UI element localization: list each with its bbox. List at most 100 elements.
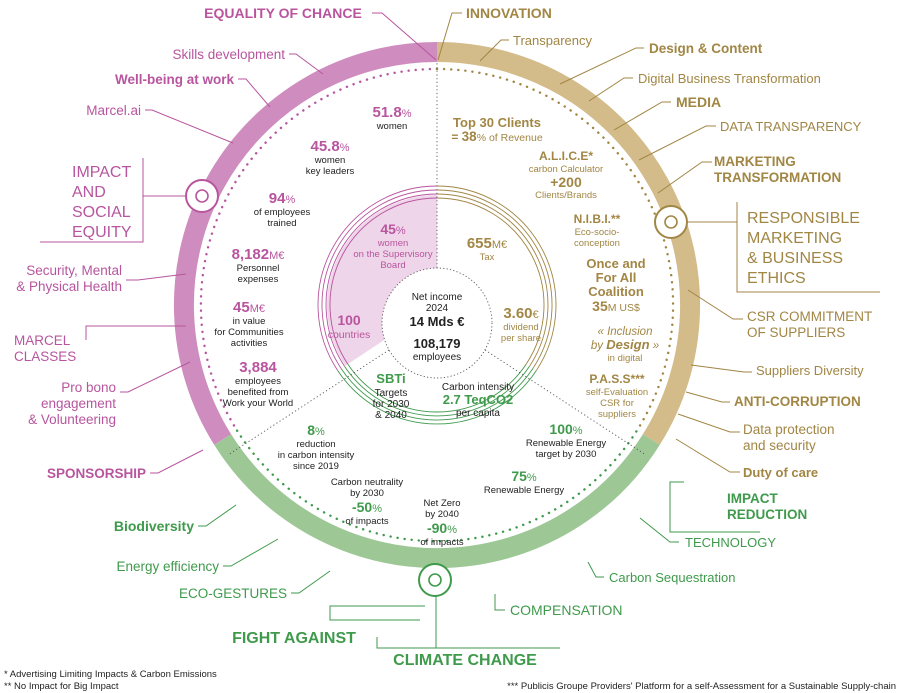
stat-pass: P.A.S.S*** self-Evaluation CSR for suppl… — [586, 372, 648, 420]
svg-text:conception: conception — [574, 238, 620, 249]
svg-text:carbon Calculator: carbon Calculator — [529, 164, 603, 175]
marcel-ai-label: Marcel.ai — [86, 103, 141, 118]
svg-text:by 2030: by 2030 — [350, 488, 384, 499]
ring-segment-innovation — [436, 42, 701, 445]
svg-text:Board: Board — [380, 260, 405, 271]
svg-text:-50%: -50% — [352, 499, 382, 515]
svg-text:of impacts: of impacts — [345, 516, 389, 527]
pillar-marker-climate — [418, 563, 452, 597]
stat-carbon-reduction: 8% reduction in carbon intensity since 2… — [278, 422, 355, 472]
svg-text:OF SUPPLIERS: OF SUPPLIERS — [747, 325, 845, 340]
inner-disc — [317, 185, 557, 425]
sbti-targets: SBTi Targets for 2030 & 2040 — [373, 371, 410, 421]
svg-text:in digital: in digital — [608, 353, 643, 364]
wellbeing-label: Well-being at work — [115, 72, 235, 87]
svg-text:N.I.B.I.**: N.I.B.I.** — [574, 212, 621, 226]
stat-coalition: Once and For All Coalition 35M US$ — [586, 256, 645, 314]
svg-text:women: women — [314, 155, 346, 166]
svg-text:countries: countries — [328, 329, 371, 341]
data-protection-label: Data protection and security — [743, 422, 835, 453]
svg-text:Net income: Net income — [412, 292, 463, 303]
svg-text:dividend: dividend — [503, 322, 538, 333]
stat-key-leaders: 45.8% women key leaders — [306, 138, 355, 177]
anti-corruption-label: ANTI-CORRUPTION — [734, 394, 861, 409]
svg-text:8,182M€: 8,182M€ — [232, 246, 285, 263]
svg-text:-90%: -90% — [427, 520, 457, 536]
svg-text:RESPONSIBLE: RESPONSIBLE — [747, 210, 860, 227]
footnote-3: *** Publicis Groupe Providers' Platform … — [507, 681, 896, 692]
svg-text:and security: and security — [743, 438, 816, 453]
stat-nibi: N.I.B.I.** Eco-socio- conception — [574, 212, 621, 249]
carbon-intensity-stat: Carbon intensity 2.7 TeqCO2 per capita — [442, 382, 514, 419]
footnote-1: * Advertising Limiting Impacts & Carbon … — [4, 669, 217, 680]
stat-alice: A.L.I.C.E* carbon Calculator +200 Client… — [529, 149, 603, 201]
svg-text:suppliers: suppliers — [598, 409, 636, 420]
svg-text:45M€: 45M€ — [233, 299, 265, 316]
svg-text:Personnel: Personnel — [237, 263, 280, 274]
footnote-2: ** No Impact for Big Impact — [4, 681, 119, 692]
ring-segment-social — [173, 42, 438, 445]
svg-text:45.8%: 45.8% — [311, 138, 350, 155]
biodiversity-label: Biodiversity — [114, 518, 194, 534]
leader-lines-social — [40, 12, 437, 474]
svg-text:women: women — [376, 121, 408, 132]
svg-text:A.L.I.C.E*: A.L.I.C.E* — [539, 149, 593, 163]
innovation-title: INNOVATION — [466, 5, 552, 21]
svg-text:TRANSFORMATION: TRANSFORMATION — [714, 170, 841, 185]
footnotes: * Advertising Limiting Impacts & Carbon … — [4, 669, 896, 692]
svg-text:MARKETING: MARKETING — [714, 154, 796, 169]
stat-inclusion-by-design: « Inclusion by Design » in digital — [591, 326, 659, 364]
svg-text:14 Mds €: 14 Mds € — [410, 314, 465, 329]
svg-text:EQUITY: EQUITY — [72, 224, 132, 241]
svg-text:P.A.S.S***: P.A.S.S*** — [589, 372, 644, 386]
svg-text:employees: employees — [235, 376, 281, 387]
stat-work-your-world: 3,884 employees benefited from Work your… — [223, 359, 293, 409]
svg-text:Carbon neutrality: Carbon neutrality — [331, 477, 404, 488]
svg-text:on the Supervisory: on the Supervisory — [353, 249, 432, 260]
svg-text:Data protection: Data protection — [743, 422, 835, 437]
svg-text:« Inclusion: « Inclusion — [598, 326, 653, 338]
svg-text:MARKETING: MARKETING — [747, 230, 842, 247]
ring-dotted-lines — [199, 67, 675, 543]
svg-text:key leaders: key leaders — [306, 166, 355, 177]
countries-stat: 100 countries — [328, 312, 371, 341]
svg-text:Net Zero: Net Zero — [424, 498, 461, 509]
svg-text:for Communities: for Communities — [214, 327, 283, 338]
stat-tax: 655M€ Tax — [467, 235, 507, 263]
svg-text:benefited from: benefited from — [228, 387, 289, 398]
svg-text:in carbon intensity: in carbon intensity — [278, 450, 355, 461]
security-label: Security, Mental & Physical Health — [16, 263, 122, 294]
sector-separators — [227, 62, 647, 456]
center-net-income: Net income 2024 14 Mds € — [410, 292, 465, 329]
svg-text:51.8%: 51.8% — [373, 104, 412, 121]
svg-text:3,884: 3,884 — [239, 359, 277, 376]
eco-gestures-label: ECO-GESTURES — [179, 586, 287, 601]
svg-text:Coalition: Coalition — [588, 284, 644, 299]
innovation-pillar-title: RESPONSIBLE MARKETING & BUSINESS ETHICS — [747, 210, 860, 287]
technology-label: TECHNOLOGY — [685, 535, 776, 550]
design-content-label: Design & Content — [649, 41, 763, 56]
marketing-transformation-label: MARKETING TRANSFORMATION — [714, 154, 841, 185]
data-transparency-label: DATA TRANSPARENCY — [720, 119, 862, 134]
outer-ring — [173, 42, 701, 569]
svg-text:target by 2030: target by 2030 — [536, 449, 597, 460]
svg-text:100: 100 — [337, 312, 361, 328]
svg-text:94%: 94% — [269, 190, 296, 207]
svg-text:655M€: 655M€ — [467, 235, 507, 252]
probono-label: Pro bono engagement & Volunteering — [28, 380, 116, 427]
compensation-label: COMPENSATION — [510, 602, 623, 618]
svg-text:2024: 2024 — [426, 303, 449, 314]
svg-text:AND: AND — [72, 184, 106, 201]
pillar-marker-innovation — [654, 205, 688, 239]
svg-text:self-Evaluation: self-Evaluation — [586, 387, 648, 398]
svg-text:IMPACT: IMPACT — [72, 164, 131, 181]
digital-transformation-label: Digital Business Transformation — [638, 71, 821, 86]
leader-lines-innovation — [437, 12, 880, 473]
svg-text:Once and: Once and — [586, 256, 645, 271]
stat-trained: 94% of employees trained — [254, 190, 311, 229]
svg-text:& 2040: & 2040 — [375, 410, 407, 421]
svg-text:in value: in value — [233, 316, 266, 327]
equality-title: EQUALITY OF CHANCE — [204, 5, 362, 21]
svg-text:by Design »: by Design » — [591, 337, 659, 352]
